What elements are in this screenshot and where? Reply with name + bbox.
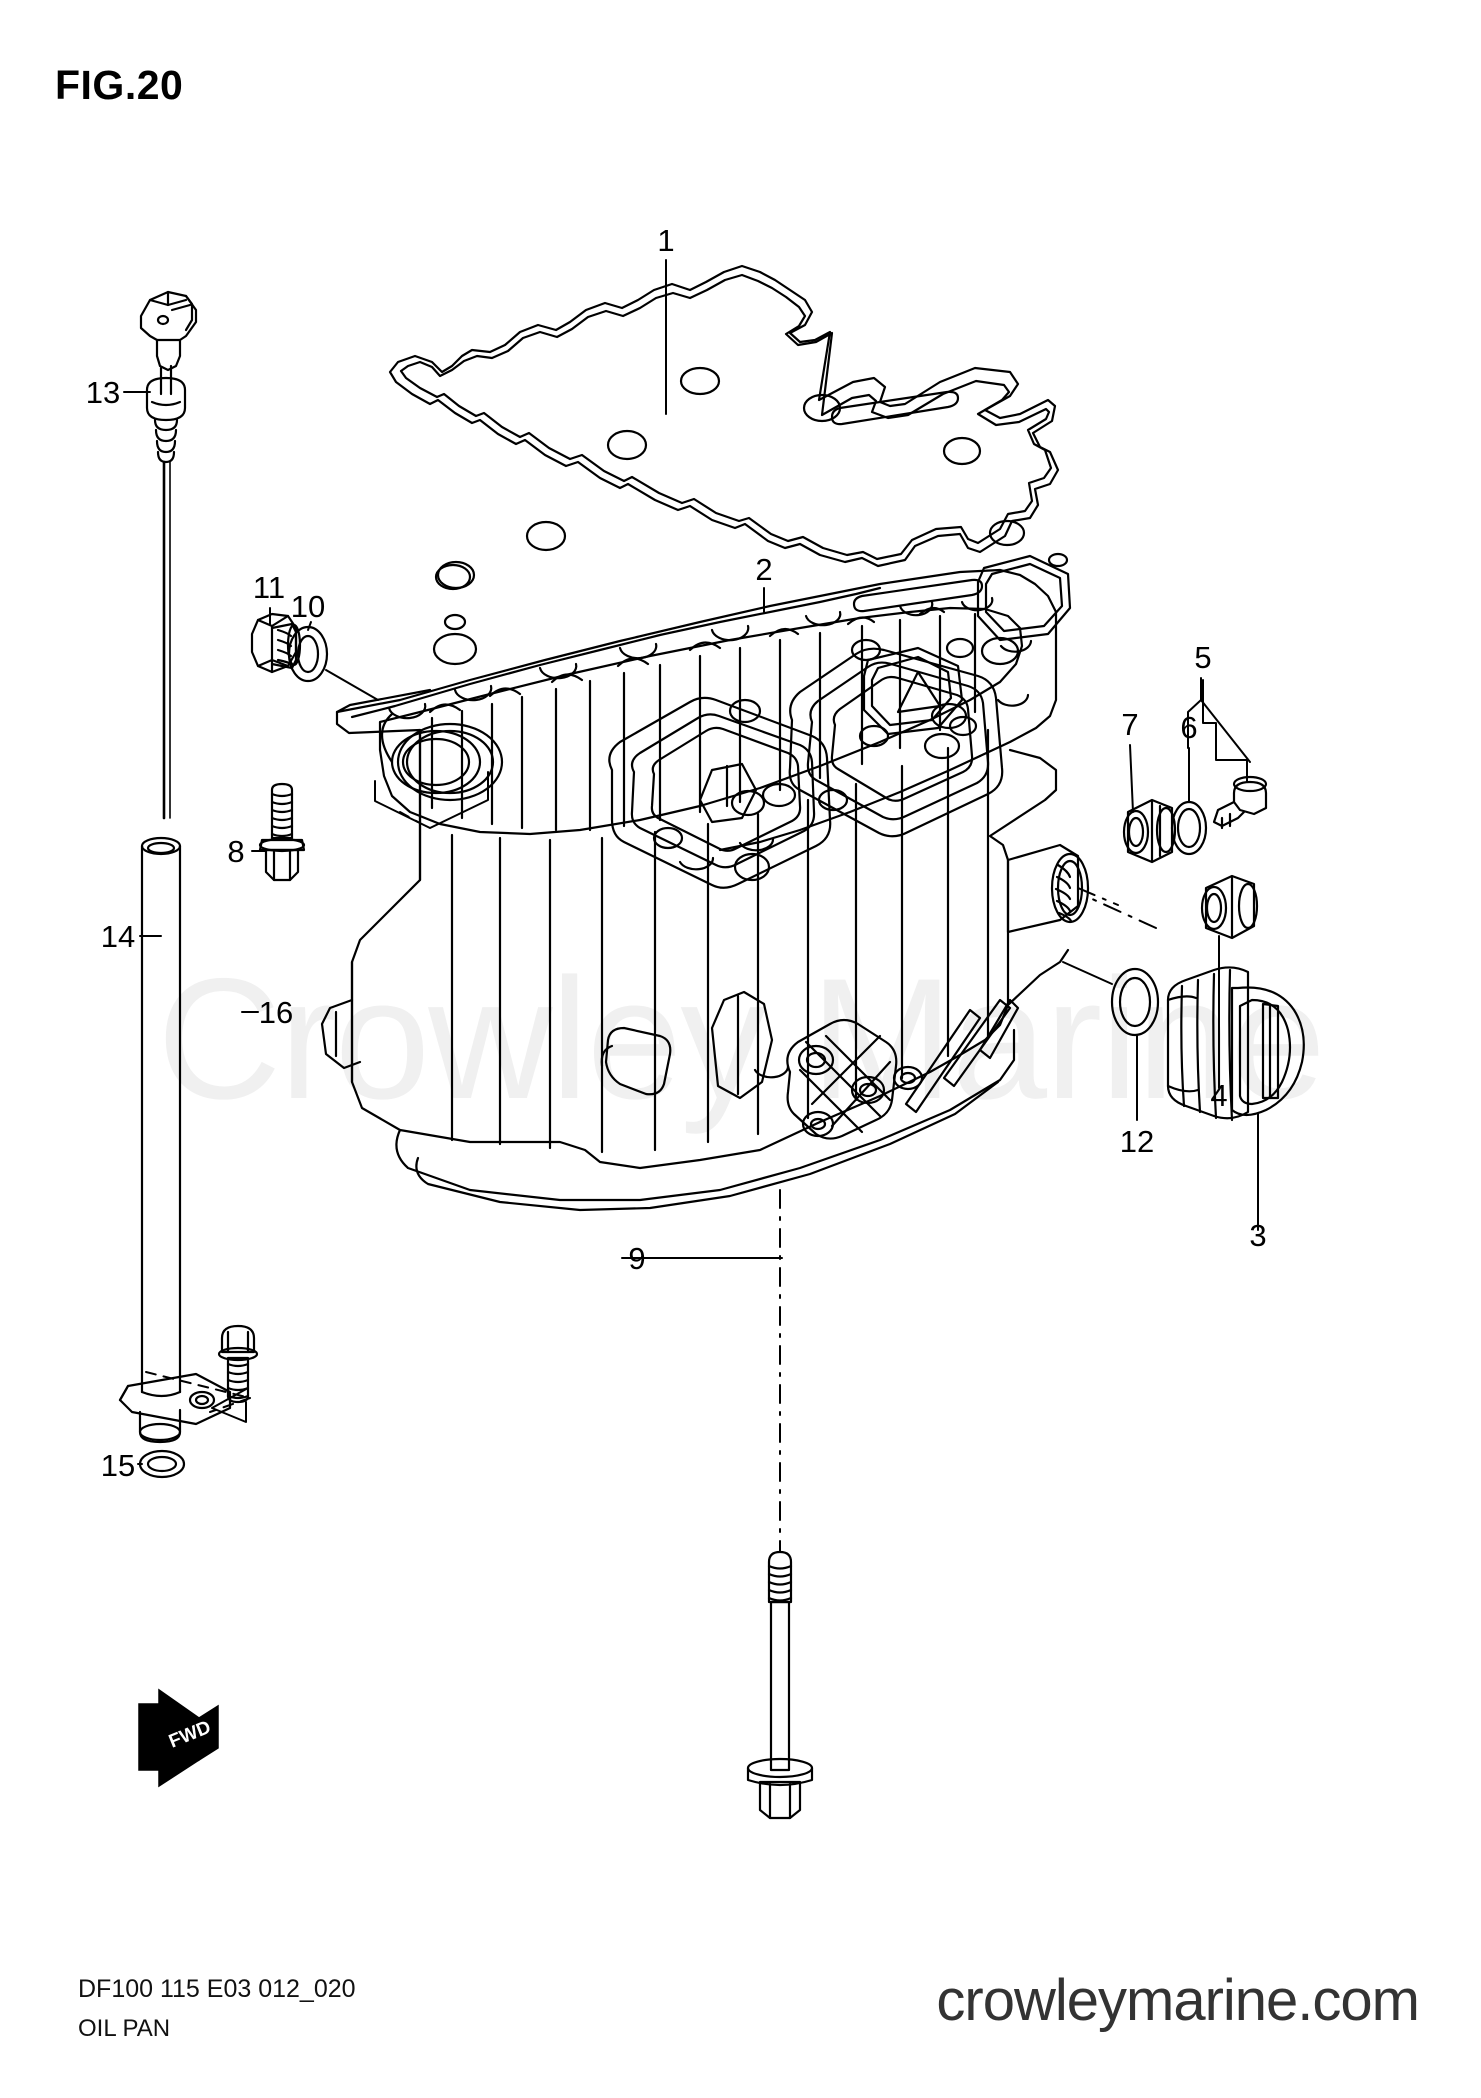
callout-11: 11 bbox=[253, 570, 285, 605]
footer-figure-name: OIL PAN bbox=[78, 2015, 171, 2042]
assembly-line-16 bbox=[211, 1387, 249, 1423]
leader-line-5 bbox=[1202, 679, 1248, 783]
callout-4: 4 bbox=[1210, 1078, 1227, 1113]
callout-2: 2 bbox=[755, 552, 772, 587]
part-oil-drain-plug bbox=[250, 612, 302, 674]
callout-5: 5 bbox=[1194, 640, 1211, 675]
part-oil-level-gauge bbox=[139, 290, 198, 820]
part-collar-bushing bbox=[1122, 798, 1177, 864]
part-long-through-bolt bbox=[746, 1550, 814, 1820]
leader-line-12b bbox=[1062, 961, 1113, 985]
callout-10: 10 bbox=[291, 589, 325, 624]
part-dipstick-guide-tube bbox=[118, 836, 232, 1444]
callout-12: 12 bbox=[1120, 1124, 1154, 1159]
part-guide-tube-bolt bbox=[217, 1324, 259, 1404]
callout-6: 6 bbox=[1180, 710, 1197, 745]
part-bushing-4 bbox=[1200, 874, 1259, 940]
callout-3: 3 bbox=[1249, 1218, 1266, 1253]
part-o-ring-6 bbox=[1170, 800, 1208, 856]
callout-7: 7 bbox=[1121, 707, 1138, 742]
callout-14: 14 bbox=[101, 919, 135, 954]
part-flange-bolt bbox=[258, 782, 306, 882]
leader-line-10b bbox=[325, 669, 379, 701]
callout-1: 1 bbox=[657, 223, 674, 258]
brand-wordmark: crowleymarine.com bbox=[936, 1968, 1420, 2033]
leader-line-7 bbox=[1129, 744, 1134, 813]
callout-15: 15 bbox=[101, 1448, 135, 1483]
callout-8: 8 bbox=[227, 834, 244, 869]
page-title: FIG.20 bbox=[55, 62, 184, 108]
leader-line-10 bbox=[307, 621, 312, 631]
part-filler-cap-o-ring bbox=[1110, 967, 1160, 1037]
part-oil-filler-cap bbox=[1166, 966, 1305, 1122]
callout-13: 13 bbox=[86, 375, 120, 410]
part-oil-pan-body bbox=[320, 568, 1090, 1212]
callout-16: 16 bbox=[259, 995, 293, 1030]
part-drain-plug-gasket bbox=[287, 625, 329, 683]
footer-part-code: DF100 115 E03 012_020 bbox=[78, 1975, 356, 2003]
assembly-line-8 bbox=[374, 771, 489, 829]
callout-numbers: 1 2 3 4 5 6 7 8 9 10 11 12 13 14 15 16 bbox=[86, 223, 1267, 1483]
part-valve-assembly bbox=[1212, 775, 1268, 830]
callout-9: 9 bbox=[628, 1241, 645, 1276]
part-guide-tube-o-ring bbox=[138, 1449, 186, 1479]
fwd-arrow-icon: FWD bbox=[138, 1688, 219, 1788]
